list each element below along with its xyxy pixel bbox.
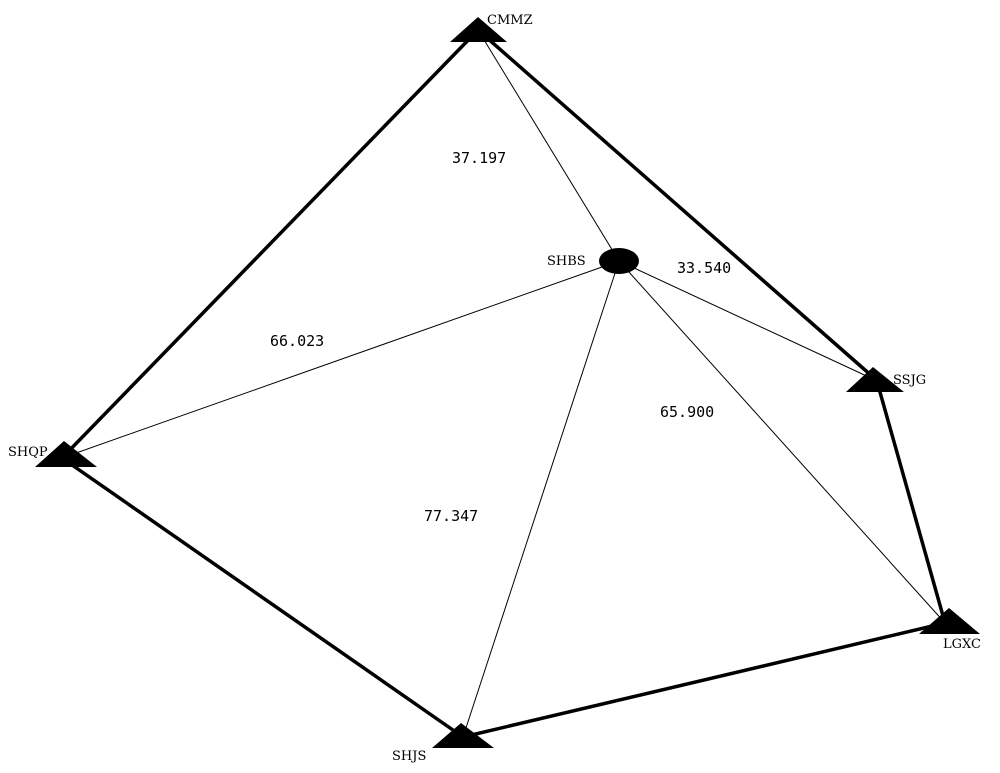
station-label-lgxc: LGXC xyxy=(943,637,981,652)
edge-ssjg-lgxc xyxy=(876,384,947,624)
edge-shjs-shqp xyxy=(61,456,464,739)
station-label-ssjg: SSJG xyxy=(893,373,926,388)
station-label-shqp: SHQP xyxy=(8,445,48,460)
baseline-edges xyxy=(61,29,946,738)
baseline-shbs-shqp xyxy=(61,260,620,459)
triangle-marker-icon xyxy=(846,367,904,392)
distance-label-shbs-shjs: 77.347 xyxy=(424,507,478,525)
triangle-marker-icon xyxy=(432,723,494,748)
edge-cmmz-ssjg xyxy=(476,28,875,379)
edge-lgxc-shjs xyxy=(462,621,946,739)
triangle-marker-icon xyxy=(35,441,97,467)
distance-label-shbs-ssjg: 33.540 xyxy=(677,259,731,277)
station-label-shjs: SHJS xyxy=(392,749,426,764)
triangle-marker-icon xyxy=(919,608,980,634)
distance-label-shbs-lgxc: 65.900 xyxy=(660,403,714,421)
station-label-shbs: SHBS xyxy=(547,254,586,269)
baseline-shbs-cmmz xyxy=(477,29,620,262)
distance-label-shbs-cmmz: 37.197 xyxy=(452,149,506,167)
edge-shqp-cmmz xyxy=(60,28,480,460)
baseline-shbs-lgxc xyxy=(618,260,946,624)
station-label-cmmz: CMMZ xyxy=(487,13,533,28)
circle-marker-icon xyxy=(599,248,639,274)
triangle-marker-icon xyxy=(450,17,507,42)
baseline-shbs-shjs xyxy=(462,260,620,738)
baseline-shbs-ssjg xyxy=(618,260,874,380)
distance-label-shbs-shqp: 66.023 xyxy=(270,332,324,350)
outer-network-edges xyxy=(60,28,947,739)
